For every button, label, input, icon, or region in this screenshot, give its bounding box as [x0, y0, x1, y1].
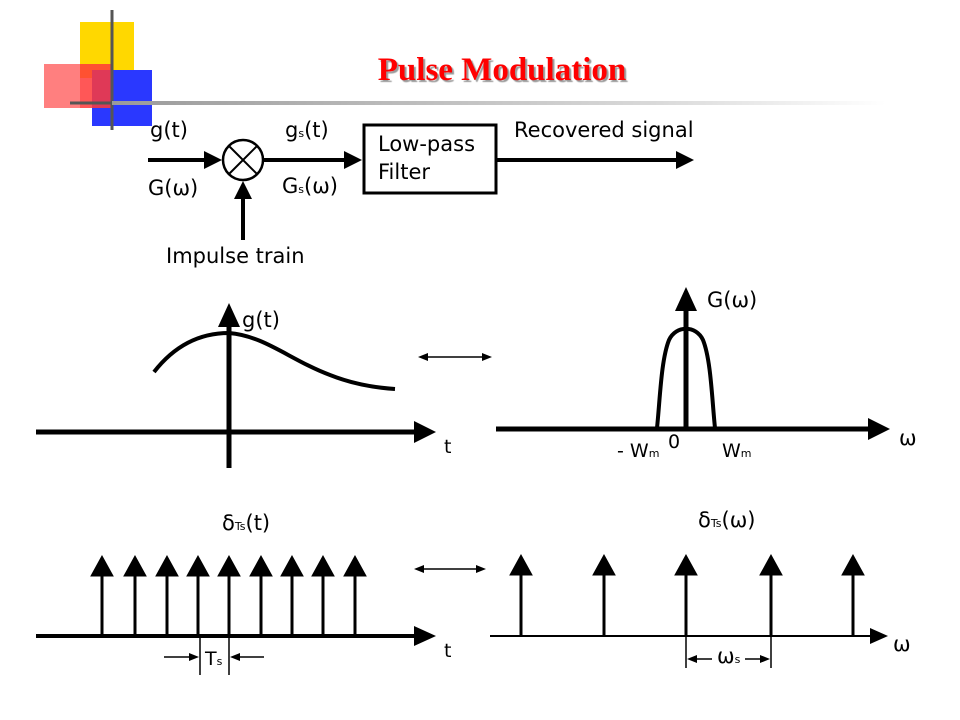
fourier-pair-arrow-bottom	[414, 565, 486, 573]
neg-wm-sub: m	[648, 447, 660, 460]
time-impulse-head-4	[186, 554, 210, 577]
input-arrow-head	[204, 151, 222, 169]
G-omega-label: G(ω)	[707, 288, 758, 312]
delta-ts-omega-label: δTs(ω)	[698, 508, 755, 532]
sampled-freq-rest: (ω)	[304, 174, 338, 198]
time-axis-label: t	[444, 436, 452, 458]
delta-ts-omega-delta: δ	[698, 508, 711, 532]
freq-impulse-head-2	[592, 553, 616, 576]
time-impulse-head-9	[343, 554, 367, 577]
delta-ts-omega-rest: (ω)	[721, 508, 756, 532]
filter-label-line2: Filter	[378, 160, 431, 184]
impulse-time-axis-label: t	[444, 640, 452, 662]
block-diagram	[148, 123, 694, 240]
g-t-curve	[152, 330, 396, 391]
origin-label: 0	[668, 431, 681, 453]
freq-period-right-arrow-head	[760, 655, 770, 663]
freq-axis-label: ω	[899, 426, 917, 450]
delta-ts-t-rest: (t)	[245, 511, 271, 535]
time-impulse-head-7	[280, 554, 304, 577]
time-impulse-head-5	[217, 554, 241, 577]
sampled-time-label: gs(t)	[285, 118, 329, 142]
freq-impulse-head-1	[509, 553, 533, 576]
pos-wm-label: Wm	[722, 440, 752, 462]
delta-ts-t-label: δTs(t)	[222, 511, 270, 535]
slide-title: Pulse Modulation	[377, 52, 627, 88]
period-ts-label: Ts	[205, 648, 222, 670]
time-impulses	[90, 554, 367, 636]
sampled-freq-label: Gs(ω)	[282, 174, 338, 198]
impulse-train-label: Impulse train	[166, 244, 305, 268]
freq-impulse-head-3	[674, 553, 698, 576]
filter-label-line1: Low-pass	[378, 132, 476, 156]
sampled-freq-sub: s	[298, 183, 305, 196]
impulse-freq-plot	[490, 553, 888, 668]
fourier-arrow-right-head-bottom	[476, 565, 486, 573]
pos-wm-text: W	[722, 440, 741, 462]
freq-spectrum-plot	[496, 287, 890, 440]
impulse-freq-axis-label: ω	[893, 632, 911, 656]
multiplier-x2	[228, 145, 258, 175]
title-underline	[112, 101, 886, 105]
time-impulse-head-8	[311, 554, 335, 577]
freq-axis-head	[868, 418, 890, 440]
delta-ts-omega-sub: Ts	[710, 517, 722, 530]
sampled-arrow-head	[344, 151, 362, 169]
neg-wm-label: - Wm	[617, 440, 659, 462]
input-freq-label: G(ω)	[148, 176, 199, 200]
output-arrow-head	[676, 151, 694, 169]
impulse-arrow-head	[234, 181, 252, 199]
impulse-time-plot	[36, 554, 436, 675]
time-signal-plot	[36, 303, 436, 468]
freq-impulse-head-4	[759, 553, 783, 576]
output-label: Recovered signal	[514, 118, 694, 142]
pos-wm-sub: m	[740, 447, 752, 460]
period-ts-sub: s	[216, 655, 223, 668]
fourier-arrow-right-head	[482, 353, 492, 361]
input-time-label: g(t)	[150, 118, 188, 142]
time-impulse-head-3	[155, 554, 179, 577]
freq-impulse-head-5	[841, 553, 865, 576]
period-left-arrow-head	[189, 653, 199, 661]
period-right-arrow-head	[230, 653, 240, 661]
delta-ts-t-sub: Ts	[234, 520, 246, 533]
fourier-arrow-left-head	[418, 353, 428, 361]
time-vertical-axis-head	[218, 303, 240, 327]
freq-impulses	[509, 553, 865, 636]
time-axis-head	[414, 421, 436, 443]
sampled-time-g: g	[285, 118, 299, 142]
time-impulse-head-2	[123, 554, 147, 577]
fourier-arrow-left-head-bottom	[414, 565, 424, 573]
fourier-pair-arrow-top	[418, 353, 492, 361]
freq-period-left-arrow-head	[687, 655, 697, 663]
sampled-freq-g: G	[282, 174, 299, 198]
impulse-freq-axis-head	[870, 628, 888, 644]
neg-wm-text: - W	[617, 440, 649, 462]
spectrum-curve	[655, 326, 717, 429]
time-impulse-head-1	[90, 554, 114, 577]
deco-pink-square	[44, 64, 80, 108]
period-ts-main: T	[205, 648, 217, 670]
period-omega-sub: s	[734, 653, 741, 666]
period-omega-main: ω	[717, 644, 735, 668]
impulse-time-axis-head	[414, 626, 436, 646]
sampled-time-rest: (t)	[304, 118, 329, 142]
time-impulse-head-6	[249, 554, 273, 577]
sampled-time-sub: s	[298, 127, 305, 140]
g-t-label: g(t)	[242, 308, 280, 332]
freq-vertical-axis-head	[675, 287, 697, 311]
period-omega-s-label: ωs	[717, 644, 740, 668]
delta-ts-t-delta: δ	[222, 511, 235, 535]
